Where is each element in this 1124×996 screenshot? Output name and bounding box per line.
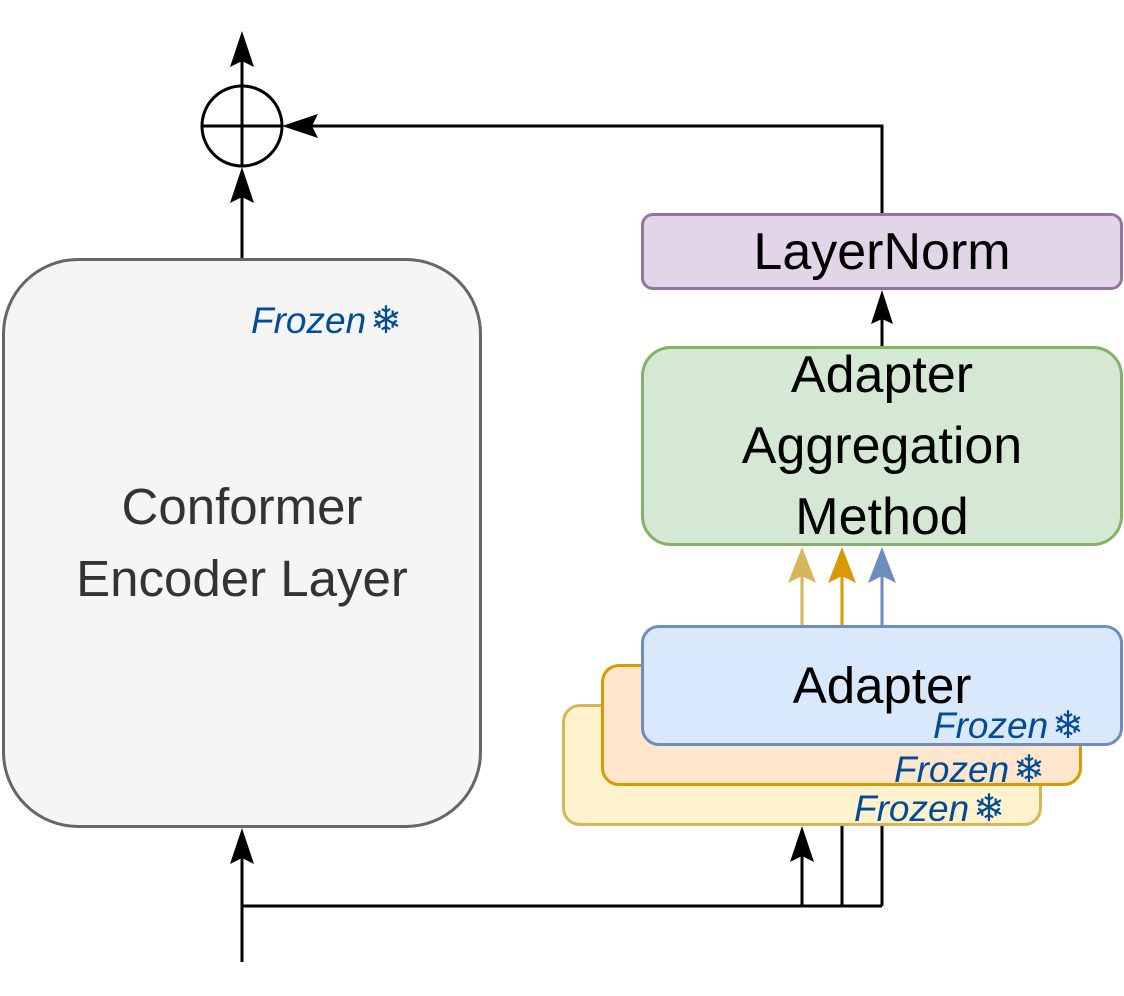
frozen-label: Frozen (251, 300, 367, 341)
output-arrowhead (230, 31, 254, 67)
snowflake-icon: ❄ (370, 298, 402, 342)
adapter-label: Adapter (792, 657, 972, 714)
conformer-frozen-tag: Frozen❄ (251, 300, 402, 341)
aggregation-label-line1: Adapter (790, 345, 974, 404)
snowflake-icon: ❄ (1052, 703, 1084, 747)
arrowhead-adapter-yellow (790, 826, 814, 862)
adapter-orange-frozen-tag: Frozen❄ (894, 749, 1045, 790)
layernorm-box: LayerNorm (641, 213, 1123, 290)
input-arrowhead (230, 828, 254, 864)
adapter-aggregation-method-box: Adapter Aggregation Method (641, 346, 1123, 546)
snowflake-icon: ❄ (1013, 747, 1045, 791)
conformer-encoder-layer-box: Conformer Encoder Layer (2, 258, 482, 828)
aggregation-to-layernorm-arrowhead (871, 290, 893, 324)
layernorm-to-sum-line (312, 124, 884, 213)
conformer-output-arrowhead (230, 167, 254, 203)
adapter-yellow-frozen-tag: Frozen❄ (854, 788, 1005, 829)
arrowhead-yellow-to-aggregation (788, 547, 816, 583)
frozen-label: Frozen (894, 749, 1010, 790)
arrowhead-orange-to-aggregation (828, 547, 856, 583)
adapter-box-blue: Adapter (641, 625, 1123, 746)
adapter-blue-frozen-tag: Frozen❄ (933, 705, 1084, 746)
conformer-encoder-layer-label: Conformer Encoder Layer (5, 471, 479, 615)
conformer-label-line2: Encoder Layer (76, 550, 408, 607)
layernorm-to-sum-arrowhead (282, 114, 318, 138)
aggregation-label-line3: Method (795, 487, 969, 546)
layernorm-label: LayerNorm (753, 222, 1011, 281)
frozen-label: Frozen (854, 788, 970, 829)
frozen-label: Frozen (933, 705, 1049, 746)
arrowhead-blue-to-aggregation (868, 547, 896, 583)
adapter-aggregation-method-label: Adapter Aggregation Method (644, 340, 1120, 553)
snowflake-icon: ❄ (973, 786, 1005, 830)
aggregation-label-line2: Aggregation (741, 416, 1023, 475)
conformer-label-line1: Conformer (121, 478, 363, 535)
